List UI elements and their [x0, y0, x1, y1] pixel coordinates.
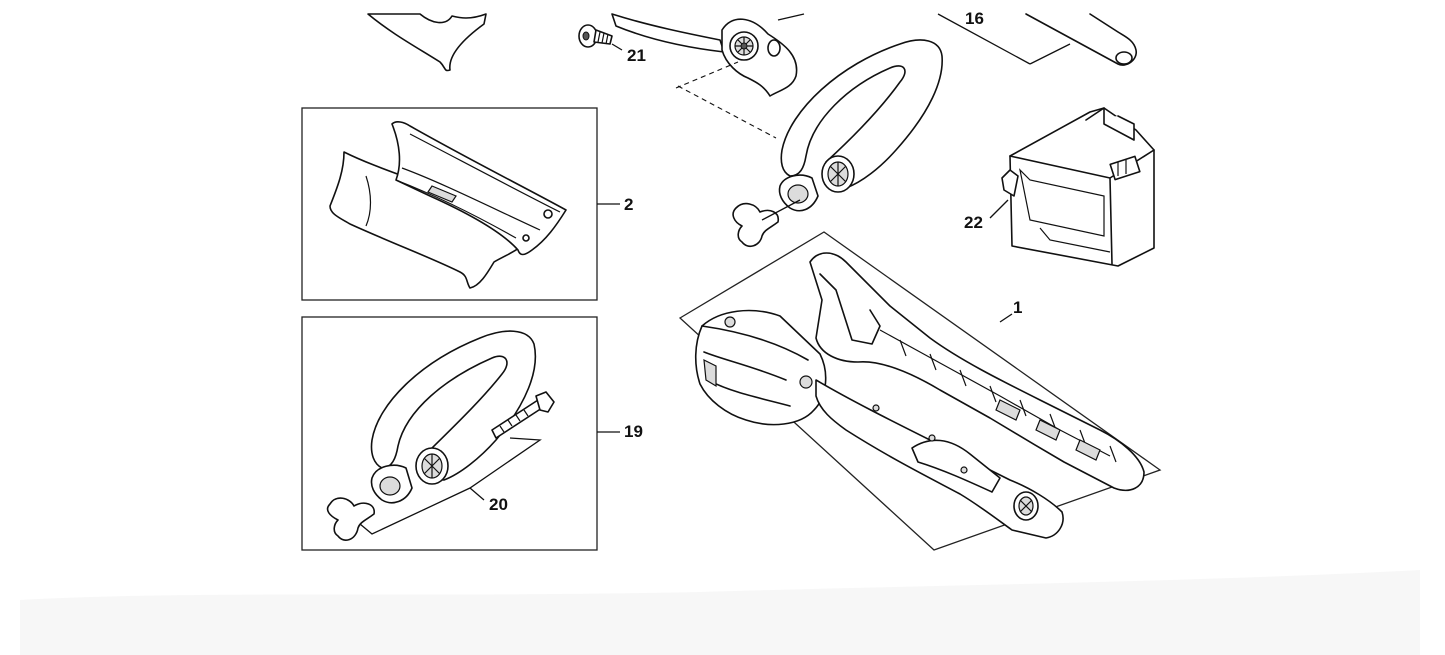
- callout-19: 19: [624, 422, 643, 441]
- part-1-handle-housing: [678, 231, 1162, 551]
- callout-1: 1: [1013, 298, 1023, 317]
- part-16-tube: [937, 13, 1137, 66]
- bottom-scan-artifact: [20, 570, 1420, 655]
- callout-2: 2: [624, 195, 634, 214]
- part-21-screw: [578, 24, 623, 51]
- top-bracket: [611, 13, 805, 139]
- top-cover-fragment: [367, 13, 487, 72]
- part-19-loop-handle-frame: [301, 316, 620, 551]
- callout-21: 21: [627, 46, 646, 65]
- callout-16: 16: [965, 9, 984, 28]
- callout-20: 20: [489, 495, 508, 514]
- part-22-filter-cover: [989, 107, 1155, 267]
- part-2-cover-kit-frame: [301, 107, 620, 301]
- callout-22: 22: [964, 213, 983, 232]
- loop-handle-upper: [732, 39, 943, 248]
